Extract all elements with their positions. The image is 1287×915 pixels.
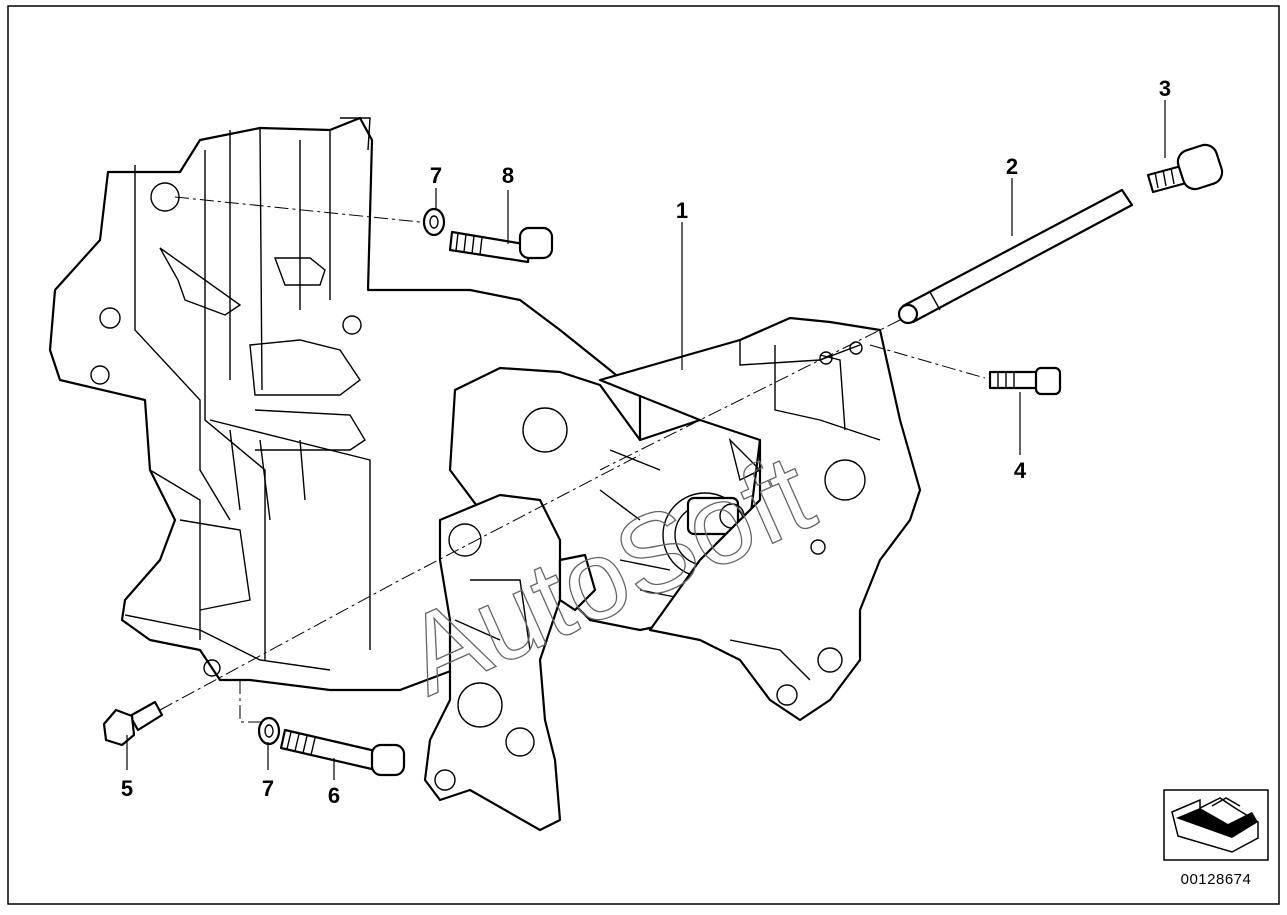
- direction-arrow-icon: [1163, 789, 1269, 861]
- reference-number: 00128674: [1181, 871, 1252, 888]
- socket-bolt-top: [448, 226, 554, 264]
- mounting-bracket: [598, 316, 922, 722]
- flange-bolt: [988, 366, 1062, 396]
- callout-7-bottom: 7: [262, 776, 274, 801]
- long-stud-bolt: [897, 188, 1134, 325]
- shift-bracket: [423, 493, 597, 832]
- hex-socket-screw: [1146, 143, 1224, 194]
- washer-top: [422, 207, 446, 237]
- callout-8: 8: [502, 163, 514, 188]
- callout-2: 2: [1006, 154, 1018, 179]
- socket-bolt-bottom: [279, 728, 406, 777]
- callout-5: 5: [121, 776, 133, 801]
- assembly-center-lines: [159, 196, 986, 723]
- callout-3: 3: [1159, 76, 1171, 101]
- callout-1: 1: [676, 198, 688, 223]
- washer-bottom: [257, 716, 281, 746]
- callout-7-top: 7: [430, 163, 442, 188]
- callout-4: 4: [1014, 458, 1027, 483]
- leader-lines: [126, 100, 1166, 780]
- hex-bolt-left: [102, 700, 164, 747]
- diagram-frame: [7, 5, 1280, 905]
- callout-6: 6: [328, 783, 340, 808]
